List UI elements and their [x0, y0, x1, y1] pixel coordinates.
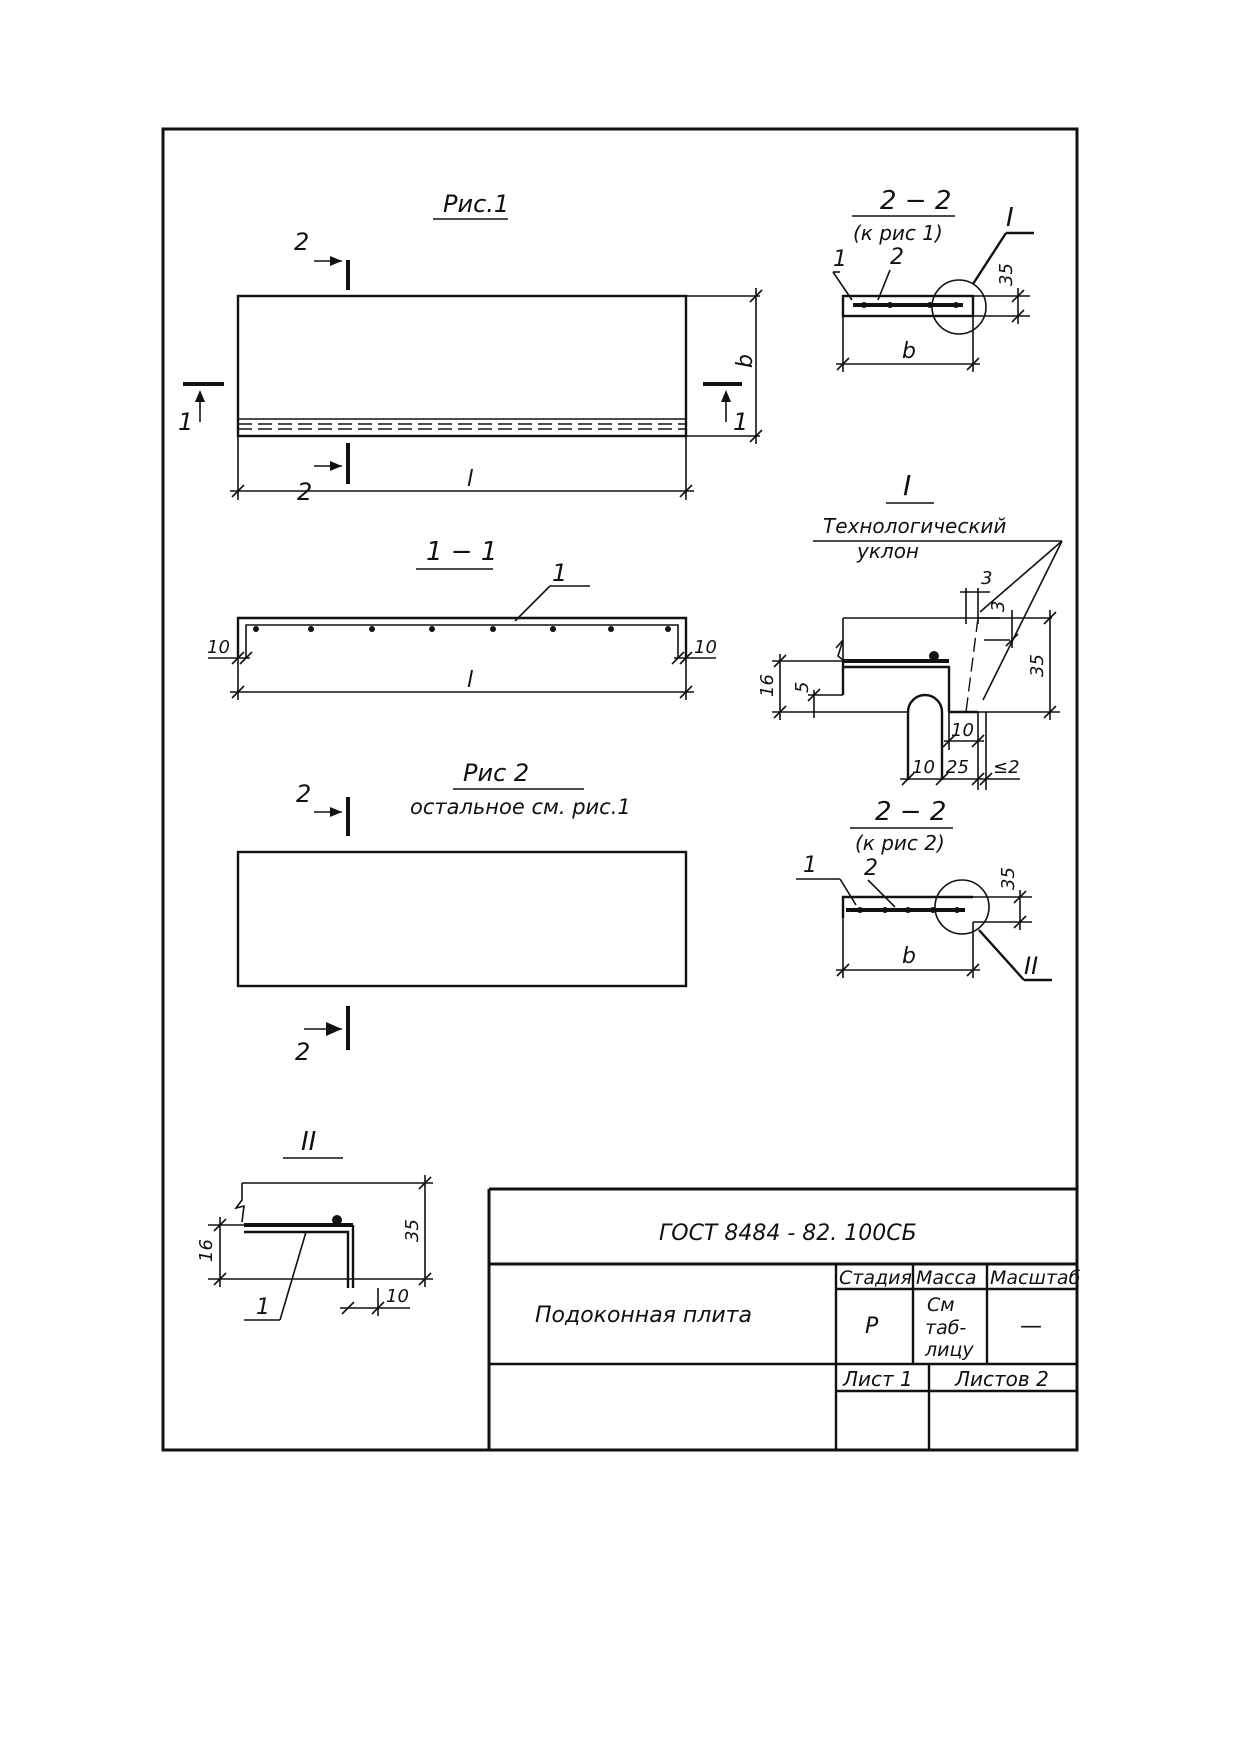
- sec22b-detail: II: [1024, 952, 1038, 980]
- section-1-1: 1 − 1 1 10 10 l: [207, 537, 717, 700]
- detailI-title: I: [903, 469, 911, 502]
- fig2-cut2-top: 2: [296, 780, 311, 808]
- fig2-slab: [236, 850, 688, 988]
- scale-value: —: [1020, 1314, 1042, 1339]
- sec22a-label-1: 1: [833, 247, 847, 272]
- sec22a-dim-b: b: [902, 339, 916, 364]
- fig1-title: Рис.1: [443, 190, 509, 218]
- sheets-total: Листов 2: [954, 1367, 1049, 1391]
- detail-I: I Технологический уклон 35 3 3: [757, 469, 1063, 790]
- detailI-note-line1: Технологический: [823, 514, 1006, 538]
- detailI-dim-10b: 10: [951, 720, 974, 741]
- sec11-dim-l: l: [467, 668, 473, 693]
- sec11-dim-right: 10: [694, 637, 717, 658]
- sec22b-title: 2 − 2: [875, 797, 946, 827]
- fig1-dim-l: l: [467, 467, 473, 492]
- fig1-cut1-left: 1: [178, 408, 193, 436]
- detailI-dim-10a: 10: [912, 757, 935, 778]
- sheet-number: Лист 1: [842, 1367, 913, 1391]
- sec22b-label-2: 2: [864, 856, 878, 881]
- sec22b-dim-b: b: [902, 944, 916, 969]
- sec11-dim-left: 10: [207, 637, 230, 658]
- section-2-2-fig2: 2 − 2 (к рис 2) II 1 2 35 b: [796, 797, 1052, 982]
- detailI-dim-5: 5: [792, 682, 813, 693]
- sec22a-label-2: 2: [890, 245, 904, 270]
- sec11-callout: 1: [552, 559, 567, 587]
- detailII-dim-10: 10: [386, 1286, 409, 1307]
- fig1-view: Рис.1 b l 2 2 1: [178, 190, 763, 506]
- detailII-dim-16: 16: [196, 1239, 217, 1262]
- sec22b-dim-35: 35: [998, 867, 1019, 890]
- sec22a-detail: I: [1006, 203, 1014, 233]
- fig1-dim-b: b: [733, 354, 758, 368]
- detailI-dim-le2: ≤2: [993, 757, 1020, 778]
- mass-header: Масса: [916, 1267, 977, 1289]
- detailI-dim-25: 25: [946, 757, 969, 778]
- sec22a-subtitle: (к рис 1): [853, 221, 943, 245]
- fig2-note: остальное см. рис.1: [410, 795, 631, 819]
- sec22a-dim-35: 35: [996, 263, 1017, 286]
- doc-code: ГОСТ 8484 - 82. 100СБ: [659, 1221, 917, 1246]
- drawing-frame: [161, 127, 1079, 1452]
- fig1-cut2-bottom: 2: [297, 478, 312, 506]
- detail-II: II 16 35 10 1: [196, 1127, 433, 1321]
- product-name: Подоконная плита: [535, 1303, 752, 1328]
- detailI-dim-35: 35: [1027, 654, 1048, 677]
- detailI-dim-3b: 3: [988, 601, 1009, 612]
- scale-header: Масштаб: [990, 1267, 1081, 1289]
- fig2-title: Рис 2: [463, 759, 529, 787]
- fig2-view: Рис 2 остальное см. рис.1 2 2: [236, 759, 688, 1066]
- detailI-note-line2: уклон: [856, 539, 919, 563]
- sec22a-title: 2 − 2: [880, 186, 951, 216]
- sec11-title: 1 − 1: [426, 537, 497, 567]
- detailII-dim-35: 35: [402, 1219, 423, 1242]
- fig2-cut2-bottom: 2: [295, 1038, 310, 1066]
- fig1-cut1-right: 1: [733, 408, 748, 436]
- title-block: ГОСТ 8484 - 82. 100СБ Подоконная плита С…: [487, 1187, 1081, 1450]
- sec22b-subtitle: (к рис 2): [855, 831, 945, 855]
- sec22b-label-1: 1: [803, 853, 817, 878]
- mass-value-line2: таб-: [925, 1317, 966, 1339]
- detailI-dim-16: 16: [757, 674, 778, 697]
- detailII-label-1: 1: [256, 1295, 270, 1320]
- stage-value: Р: [865, 1314, 879, 1339]
- stage-header: Стадия: [839, 1267, 912, 1289]
- fig1-cut2-top: 2: [294, 228, 309, 256]
- section-2-2-fig1: 2 − 2 (к рис 1) I 1 2 35 b: [832, 186, 1034, 372]
- detailI-dim-3a: 3: [981, 568, 992, 589]
- fig1-slab: [236, 294, 688, 438]
- mass-value-line1: См: [927, 1294, 955, 1316]
- detailII-title: II: [301, 1127, 316, 1157]
- sec11-rebar-dots: [253, 626, 671, 632]
- mass-value-line3: лицу: [924, 1339, 974, 1361]
